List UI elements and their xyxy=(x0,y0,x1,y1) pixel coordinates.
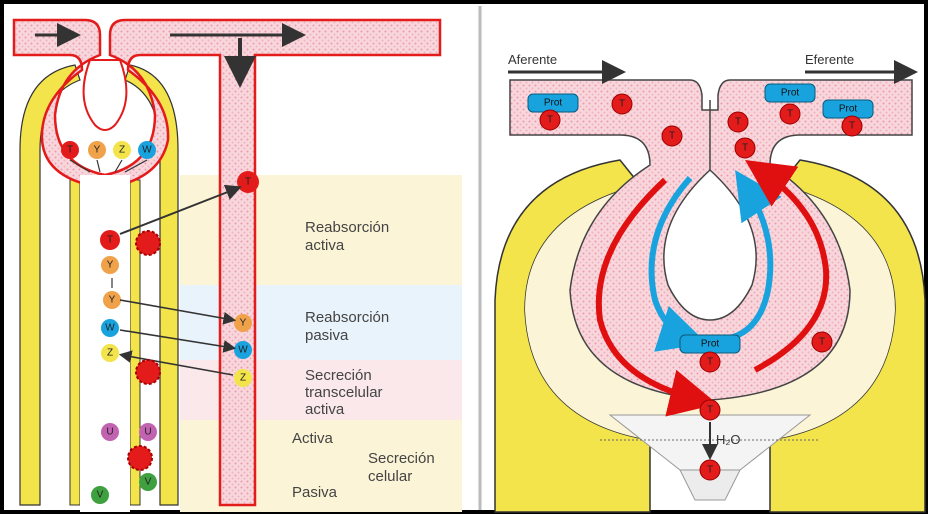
t-mol-10-label: T xyxy=(707,405,713,416)
label-secrecion-transcelular-2: transcelular xyxy=(305,384,383,401)
label-eferente: Eferente xyxy=(805,52,854,67)
label-reabsorcion-pasiva-1: Reabsorción xyxy=(305,309,389,326)
label-secrecion-celular-2: celular xyxy=(368,468,412,485)
t-mol-1-label: T xyxy=(547,115,553,126)
t-mol-7-label: T xyxy=(742,143,748,154)
label-activa: Activa xyxy=(292,430,334,447)
protein-3-label: Prot xyxy=(839,104,858,115)
label-secrecion-transcelular-1: Secreción xyxy=(305,367,372,384)
molecule-v-1-label: V xyxy=(97,490,104,501)
t-mol-4-label: T xyxy=(735,117,741,128)
label-secrecion-transcelular-3: activa xyxy=(305,401,345,418)
label-water: H₂O xyxy=(716,432,741,447)
t-mol-6-label: T xyxy=(849,121,855,132)
t-mol-2-label: T xyxy=(619,99,625,110)
molecule-y-1-label: Y xyxy=(107,260,114,271)
tubule-lumen xyxy=(80,175,130,512)
epithelium-inner-left xyxy=(70,180,80,505)
molecule-y-label: Y xyxy=(94,145,101,156)
t-mol-11-label: T xyxy=(707,465,713,476)
label-reabsorcion-pasiva-2: pasiva xyxy=(305,327,349,344)
t-mol-5-label: T xyxy=(787,109,793,120)
molecule-z-lumen-label: Z xyxy=(107,348,113,359)
label-pasiva: Pasiva xyxy=(292,484,338,501)
molecule-w-label: W xyxy=(142,145,152,156)
molecule-u-1-label: U xyxy=(106,427,113,438)
t-mol-9-label: T xyxy=(819,337,825,348)
transporter-1 xyxy=(136,231,160,255)
label-reabsorcion-activa-1: Reabsorción xyxy=(305,219,389,236)
molecule-w-blood-label: W xyxy=(238,345,248,356)
glomerulus-hollow xyxy=(84,60,127,130)
protein-2-label: Prot xyxy=(781,88,800,99)
t-mol-8-label: T xyxy=(707,357,713,368)
molecule-t-label: T xyxy=(67,145,73,156)
molecule-y-2-label: Y xyxy=(109,295,116,306)
molecule-y-blood-label: Y xyxy=(240,318,247,329)
molecule-u-2-label: U xyxy=(144,427,151,438)
protein-center-label: Prot xyxy=(701,339,720,350)
transporter-2 xyxy=(136,360,160,384)
molecule-w-lumen-label: W xyxy=(105,323,115,334)
molecule-t-lumen-label: T xyxy=(107,235,113,246)
protein-1-label: Prot xyxy=(544,98,563,109)
transporter-3 xyxy=(128,446,152,470)
molecule-z-blood-label: Z xyxy=(240,373,246,384)
label-aferente: Aferente xyxy=(508,52,557,67)
label-reabsorcion-activa-2: activa xyxy=(305,237,345,254)
molecule-v-2-label: V xyxy=(145,477,152,488)
right-panel: Aferente Eferente Prot Prot Prot Prot T … xyxy=(495,52,925,512)
molecule-z-label: Z xyxy=(119,145,125,156)
label-secrecion-celular-1: Secreción xyxy=(368,450,435,467)
t-mol-3-label: T xyxy=(669,131,675,142)
molecule-t-blood-label: T xyxy=(245,177,251,188)
